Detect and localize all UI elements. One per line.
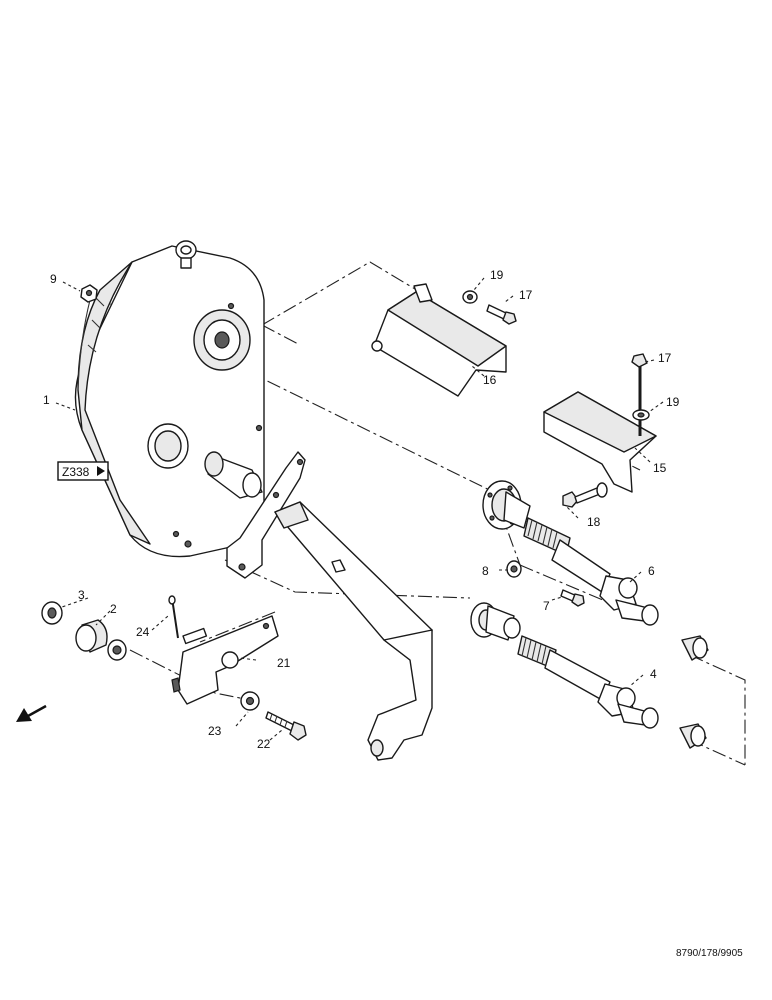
drawing-code: 8790/178/9905 [676,948,743,959]
washer-19-lower [632,409,650,421]
callout-17-upper: 17 [519,288,533,302]
lifting-eye [175,240,197,269]
callout-4: 4 [650,667,657,681]
washer-19-upper [462,290,478,304]
washer-3 [41,601,63,625]
callout-18: 18 [587,515,601,529]
pto-shaft-6 [482,480,659,626]
rubber-mount-2 [75,619,127,661]
leader-lines [55,277,664,741]
reference-box[interactable]: Z338 [57,461,109,481]
callout-21: 21 [277,656,291,670]
arrow-down-left-icon [16,704,47,722]
callout-16: 16 [483,373,497,387]
bolt-7 [560,589,585,607]
pin-24 [168,595,179,639]
bolt-17-lower [631,353,648,436]
bolt-18 [562,482,608,508]
callout-9: 9 [50,272,57,286]
nut-9 [80,284,98,303]
bolt-17-upper [486,304,517,325]
callout-2: 2 [110,602,117,616]
callout-24: 24 [136,625,150,639]
triangle-right-icon [97,466,105,476]
washer-23 [240,691,260,711]
callout-15: 15 [653,461,667,475]
bolt-22 [265,711,307,741]
callout-23: 23 [208,724,222,738]
callout-17-lower: 17 [658,351,672,365]
washer-8 [506,560,522,578]
callouts: 9 1 3 2 24 21 23 22 8 7 6 4 18 15 19 17 … [43,268,680,751]
callout-19-upper: 19 [490,268,504,282]
shield-16 [371,283,507,397]
end-caps [679,635,709,749]
callout-8: 8 [482,564,489,578]
gearbox-housing [74,245,265,558]
callout-19-lower: 19 [666,395,680,409]
bracket-plate-21 [171,615,279,705]
shield-15 [543,391,657,493]
callout-3: 3 [78,588,85,602]
callout-7: 7 [543,599,550,613]
callout-1: 1 [43,393,50,407]
reference-label: Z338 [62,465,90,479]
support-frame [226,451,433,761]
pto-shaft-4 [470,602,659,729]
callout-6: 6 [648,564,655,578]
callout-22: 22 [257,737,271,751]
